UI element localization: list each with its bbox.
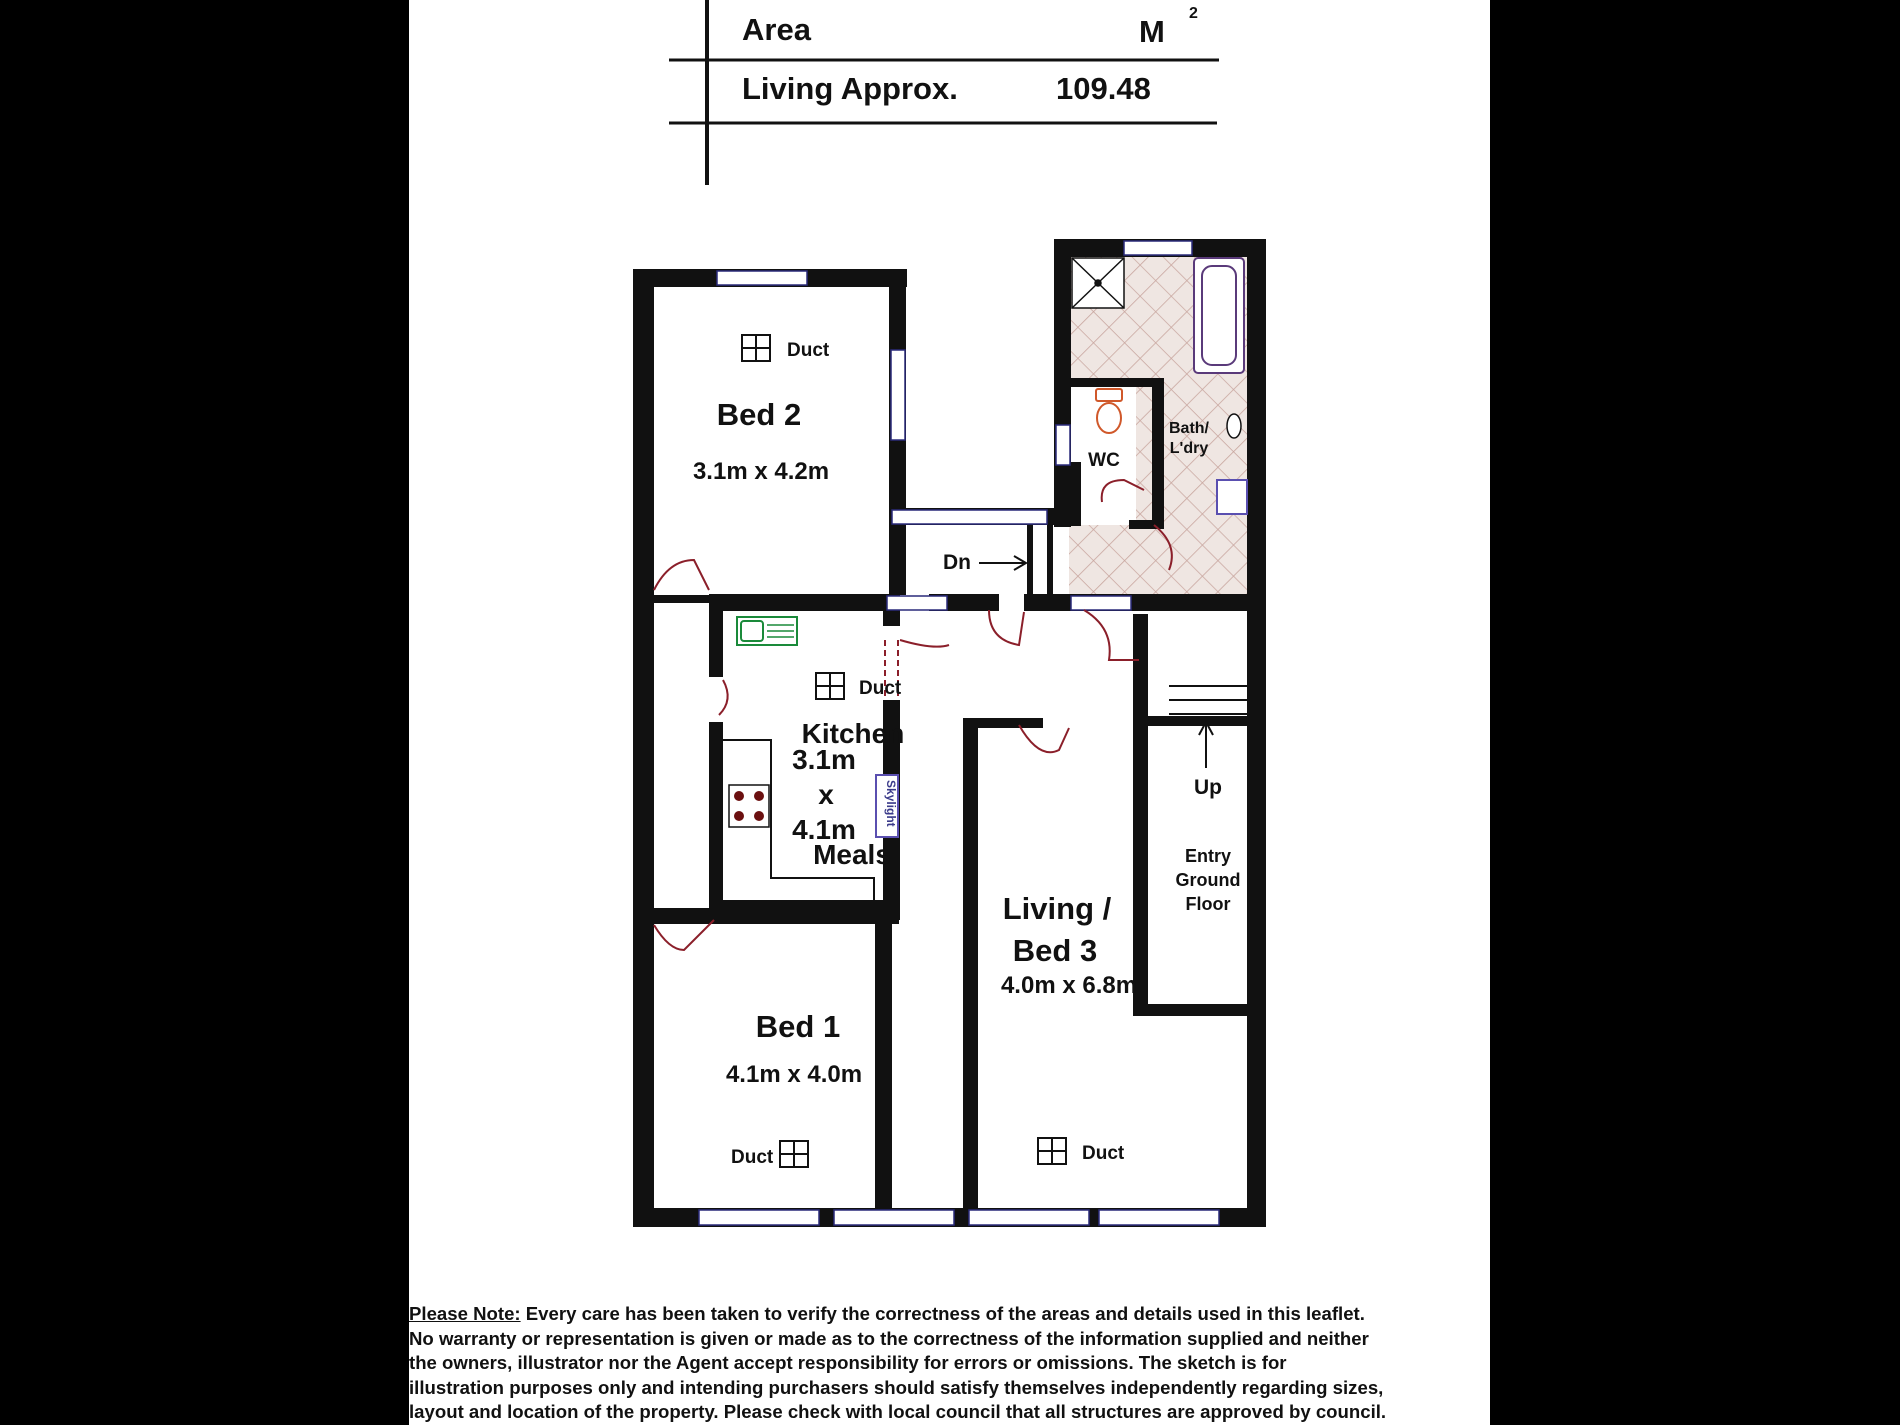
stairs-down-label: Dn [943, 551, 971, 574]
bed1-label: Bed 1 [756, 1009, 840, 1044]
entry-label-line3: Floor [1186, 894, 1231, 914]
kitchen-bench [723, 739, 875, 908]
living-area-value: 109.48 [1056, 71, 1151, 106]
kitchen-sink [736, 616, 798, 646]
note-heading: Please Note: [409, 1303, 521, 1324]
living-duct-label: Duct [1082, 1143, 1125, 1164]
bed2-label: Bed 2 [717, 397, 801, 432]
bath-label-line1: Bath/ [1169, 420, 1210, 437]
kitchen-width: 3.1m [792, 744, 856, 775]
down-arrow-icon [979, 555, 1028, 571]
bed2-duct-label: Duct [787, 340, 830, 361]
wc-label: WC [1088, 450, 1120, 471]
living-label-line1: Living / [1003, 891, 1112, 926]
area-label: Area [742, 12, 812, 47]
entry-label-line2: Ground [1176, 870, 1241, 890]
shower-icon [1071, 257, 1125, 309]
toilet-icon [1095, 388, 1123, 434]
kitchen-length: 4.1m [792, 814, 856, 845]
bed2-size: 3.1m x 4.2m [693, 458, 829, 485]
skylight-label: Skylight [884, 780, 898, 827]
living-size: 4.0m x 6.8m [1001, 972, 1137, 999]
entry-label-line1: Entry [1185, 846, 1231, 866]
note-line-3: the owners, illustrator nor the Agent ac… [409, 1352, 1287, 1373]
windows [698, 240, 1220, 1226]
bed1-duct-label: Duct [731, 1147, 774, 1168]
note-line-2: No warranty or representation is given o… [409, 1327, 1369, 1349]
kitchen-label: Kitchen [802, 718, 905, 749]
disclaimer-note: Please Note: Every care has been taken t… [409, 1302, 1490, 1425]
note-line-5: layout and location of the property. Ple… [409, 1401, 1387, 1422]
up-arrow-icon [1198, 719, 1214, 768]
floor-plan: Area M 2 Living Approx. 109.48 [633, 0, 1266, 1227]
kitchen-x: x [818, 779, 834, 810]
cooktop-icon [728, 784, 770, 828]
meals-label: Meals [813, 839, 891, 870]
stairs-up-label: Up [1194, 776, 1222, 799]
living-area-label: Living Approx. [742, 71, 958, 106]
living-label-line2: Bed 3 [1013, 933, 1097, 968]
laundry-tub-icon [1216, 479, 1248, 515]
opening-dashed [884, 640, 899, 700]
unit-superscript: 2 [1189, 5, 1198, 22]
bathtub-icon [1193, 257, 1245, 374]
unit-label: M [1139, 14, 1165, 49]
doors [653, 478, 1173, 952]
entry-stairs [1169, 685, 1247, 715]
duct-icons [741, 334, 1067, 1168]
floor-plan-sheet: Area M 2 Living Approx. 109.48 [409, 0, 1490, 1425]
note-line-1: Every care has been taken to verify the … [525, 1303, 1365, 1324]
basin-icon [1226, 413, 1242, 439]
note-line-4: illustration purposes only and intending… [409, 1376, 1384, 1398]
kitchen-duct-label: Duct [859, 678, 902, 699]
bath-label-line2: L'dry [1170, 440, 1209, 457]
skylight-icon: Skylight [875, 774, 899, 838]
area-table: Area M 2 Living Approx. 109.48 [669, 0, 1219, 185]
bed1-size: 4.1m x 4.0m [726, 1061, 862, 1088]
